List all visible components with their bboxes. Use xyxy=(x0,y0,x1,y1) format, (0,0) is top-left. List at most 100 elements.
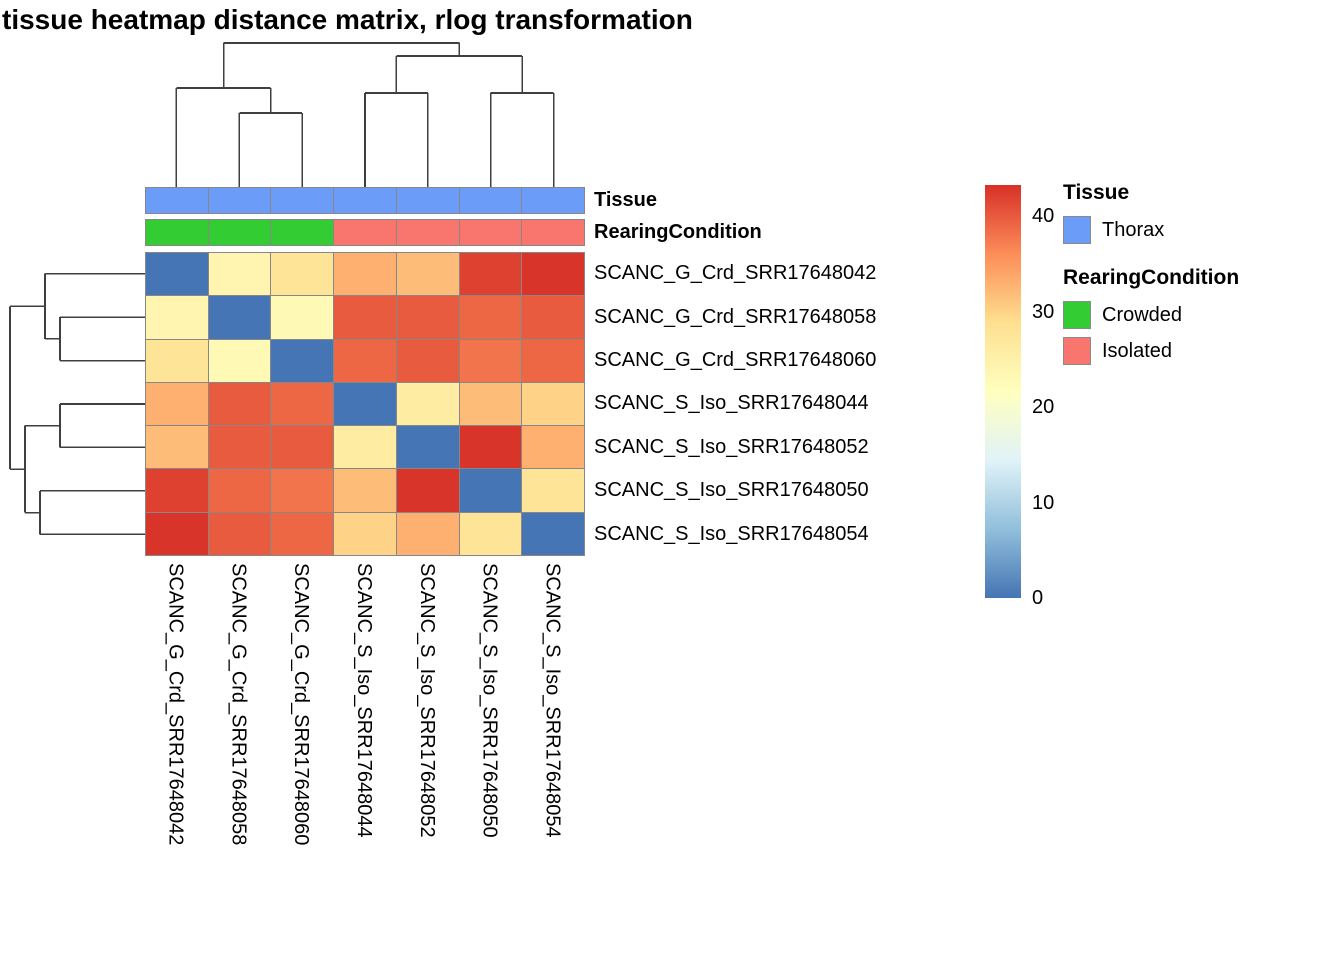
row-label: SCANC_S_Iso_SRR17648052 xyxy=(594,435,869,458)
heatmap-cell xyxy=(208,296,271,339)
heatmap-cell xyxy=(396,253,459,296)
rearing-annotation-label: RearingCondition xyxy=(594,221,762,243)
heatmap-cell xyxy=(271,382,334,426)
heatmap-cell xyxy=(459,426,522,469)
heatmap-cell xyxy=(522,469,584,512)
heatmap-cell xyxy=(334,469,396,512)
heatmap-cell xyxy=(208,512,271,555)
colorbar-tick-label: 0 xyxy=(1032,587,1044,609)
heatmap-cell xyxy=(334,253,396,296)
heatmap-cell xyxy=(459,296,522,339)
annotation-cell xyxy=(459,220,522,245)
column-label: SCANC_S_Iso_SRR17648044 xyxy=(353,563,375,838)
legend-item-label: Isolated xyxy=(1102,339,1173,362)
annotation-cell xyxy=(459,188,522,213)
legend-item-label: Crowded xyxy=(1102,303,1183,326)
colorbar-tick-label: 20 xyxy=(1032,396,1055,419)
heatmap-cell xyxy=(146,382,208,426)
heatmap-cell xyxy=(146,339,208,382)
legend-swatch xyxy=(1063,216,1091,244)
legend-swatch xyxy=(1063,301,1091,329)
column-label: SCANC_G_Crd_SRR17648058 xyxy=(227,563,250,846)
heatmap-cell xyxy=(334,296,396,339)
legend-item: Thorax xyxy=(1063,216,1344,244)
heatmap-cell xyxy=(271,253,334,296)
column-label: SCANC_G_Crd_SRR17648042 xyxy=(164,563,187,846)
heatmap-cell xyxy=(522,253,584,296)
annotation-cell xyxy=(522,220,584,245)
heatmap-cell xyxy=(146,469,208,512)
tissue-annotation-bar xyxy=(145,187,585,214)
colorbar-tick-label: 30 xyxy=(1032,300,1055,323)
heatmap-cell xyxy=(522,512,584,555)
heatmap-cell xyxy=(334,339,396,382)
annotation-cell xyxy=(208,188,271,213)
annotation-cell xyxy=(334,188,396,213)
column-label: SCANC_S_Iso_SRR17648052 xyxy=(415,563,438,838)
row-label: SCANC_G_Crd_SRR17648058 xyxy=(594,305,877,328)
heatmap-cell xyxy=(271,296,334,339)
heatmap-cell xyxy=(459,382,522,426)
row-label: SCANC_S_Iso_SRR17648044 xyxy=(594,392,869,415)
heatmap-cell xyxy=(459,339,522,382)
annotation-cell xyxy=(146,220,208,245)
annotation-cell xyxy=(396,188,459,213)
colorbar-tick-label: 40 xyxy=(1032,205,1055,228)
heatmap-cell xyxy=(146,296,208,339)
heatmap-cell xyxy=(208,426,271,469)
heatmap-cell xyxy=(522,382,584,426)
legend-swatch xyxy=(1063,337,1091,365)
annotation-cell xyxy=(522,188,584,213)
column-label: SCANC_G_Crd_SRR17648060 xyxy=(290,563,313,846)
rearing-annotation-bar xyxy=(145,219,585,246)
row-label: SCANC_G_Crd_SRR17648060 xyxy=(594,349,877,372)
heatmap-cell xyxy=(271,339,334,382)
legend-colorbar xyxy=(985,185,1021,598)
row-label: SCANC_S_Iso_SRR17648050 xyxy=(594,479,869,502)
heatmap-cell xyxy=(334,382,396,426)
heatmap-cell xyxy=(146,426,208,469)
legend-group-title: RearingCondition xyxy=(1063,266,1240,289)
heatmap-cell xyxy=(522,339,584,382)
heatmap-cell xyxy=(522,296,584,339)
heatmap-cell xyxy=(396,339,459,382)
tissue-annotation-label: Tissue xyxy=(594,189,657,211)
chart-title: tissue heatmap distance matrix, rlog tra… xyxy=(2,4,693,35)
legend-item: Isolated xyxy=(1063,337,1344,365)
heatmap-cell xyxy=(396,512,459,555)
legend-item: Crowded xyxy=(1063,301,1344,329)
heatmap-cell xyxy=(208,253,271,296)
heatmap-cell xyxy=(396,296,459,339)
row-label: SCANC_S_Iso_SRR17648054 xyxy=(594,522,869,545)
heatmap-grid xyxy=(145,252,585,556)
heatmap-cell xyxy=(396,426,459,469)
heatmap-cell xyxy=(396,382,459,426)
heatmap-cell xyxy=(459,469,522,512)
heatmap-cell xyxy=(271,512,334,555)
heatmap-cell xyxy=(522,426,584,469)
heatmap-cell xyxy=(208,469,271,512)
colorbar-tick-label: 10 xyxy=(1032,491,1055,514)
heatmap-cell xyxy=(271,469,334,512)
column-label: SCANC_S_Iso_SRR17648050 xyxy=(478,563,501,838)
annotation-cell xyxy=(334,220,396,245)
heatmap-cell xyxy=(146,253,208,296)
annotation-cell xyxy=(271,188,334,213)
annotation-cell xyxy=(271,220,334,245)
annotation-cell xyxy=(208,220,271,245)
heatmap-cell xyxy=(208,339,271,382)
legend-item-label: Thorax xyxy=(1102,218,1165,241)
heatmap-cell xyxy=(459,253,522,296)
annotation-cell xyxy=(146,188,208,213)
heatmap-cell xyxy=(334,512,396,555)
heatmap-cell xyxy=(396,469,459,512)
column-dendrogram xyxy=(175,42,555,187)
legend-group-title: Tissue xyxy=(1063,181,1130,204)
row-label: SCANC_G_Crd_SRR17648042 xyxy=(594,262,877,285)
column-label: SCANC_S_Iso_SRR17648054 xyxy=(541,563,564,838)
row-dendrogram xyxy=(9,272,145,536)
